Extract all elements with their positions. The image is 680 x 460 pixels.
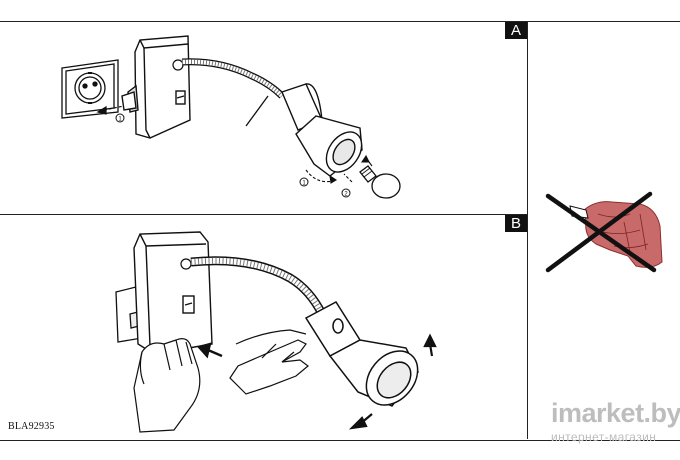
lampshade-a-illustration — [281, 83, 363, 177]
panel-b-label: B — [505, 215, 527, 232]
adjust-down-arrow-icon — [348, 413, 373, 430]
hand-bending-arm-illustration — [229, 329, 309, 395]
do-not-wipe-warning-icon — [545, 191, 663, 273]
push-arrow-icon — [196, 342, 223, 359]
bulb-insert-arrow-icon — [343, 154, 373, 183]
step-marker-a2: 1 — [299, 177, 309, 187]
light-bulb-illustration — [359, 165, 401, 199]
rotate-arrow-icon — [305, 169, 338, 184]
svg-text:1: 1 — [118, 117, 122, 123]
lamp-body-b-illustration — [133, 231, 213, 355]
panel-divider-horizontal — [0, 214, 527, 215]
flex-arm-a-illustration — [172, 58, 285, 127]
lampshade-b-illustration — [304, 301, 419, 407]
hand-holding-body-illustration — [133, 338, 201, 433]
watermark-brand: imarket.by — [551, 398, 680, 428]
step-marker-a3: 2 — [341, 188, 351, 198]
unplug-arrow-icon — [96, 105, 125, 115]
step-marker-a1: 1 — [115, 113, 125, 123]
svg-text:2: 2 — [344, 192, 348, 198]
panel-a-label: A — [505, 22, 527, 39]
instruction-sheet-frame — [0, 21, 680, 441]
lamp-body-a-illustration — [121, 35, 191, 139]
document-code: BLA92935 — [8, 421, 55, 432]
adjust-up-arrow-icon — [423, 333, 437, 357]
flex-arm-b-illustration — [180, 256, 327, 317]
svg-text:1: 1 — [302, 181, 306, 187]
panel-divider-vertical — [527, 21, 528, 439]
wall-socket-illustration — [61, 59, 119, 119]
watermark-tagline: интернет-магазин — [551, 430, 657, 444]
